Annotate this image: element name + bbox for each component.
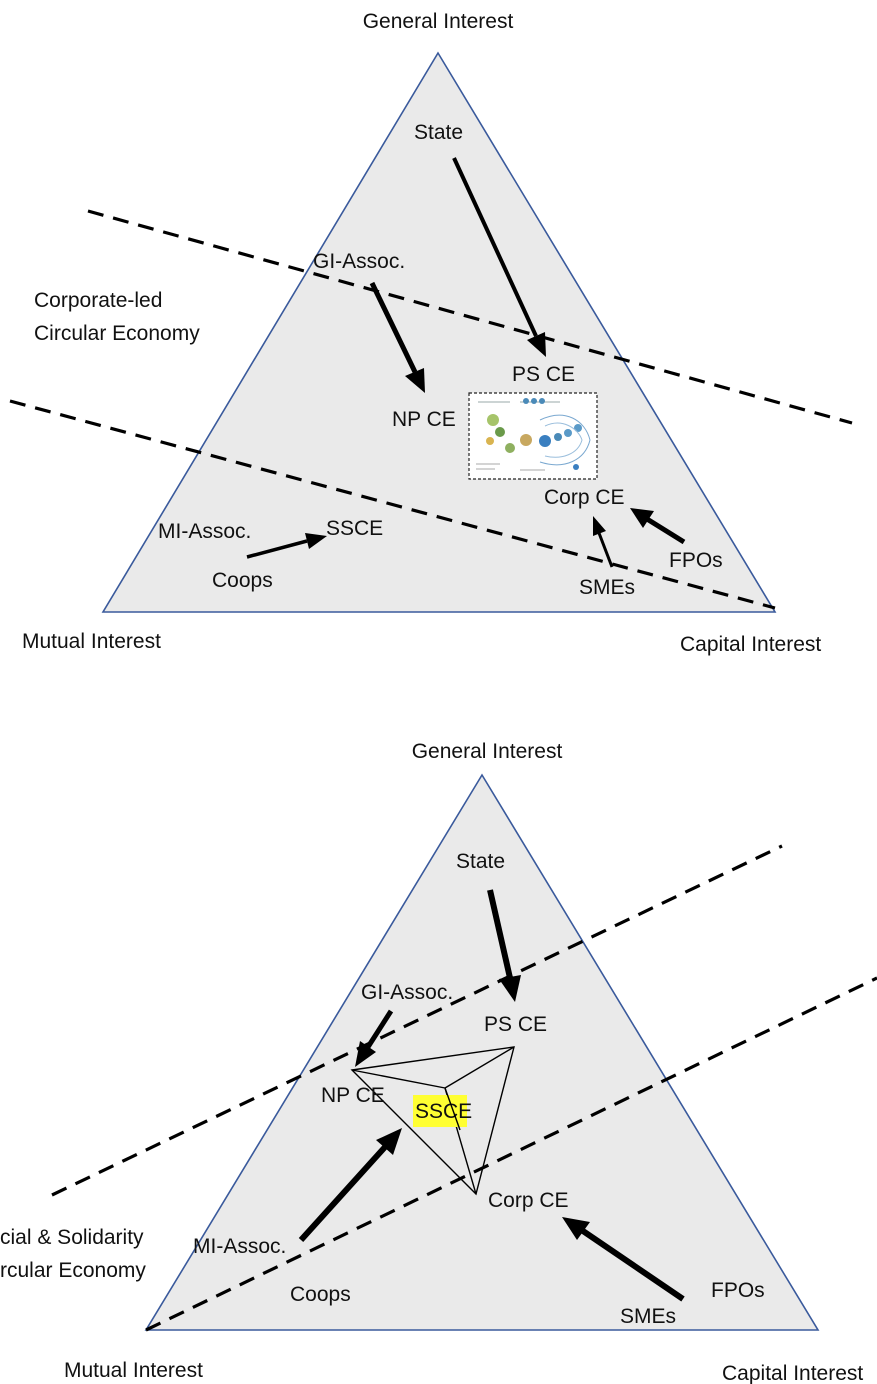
top-region-label-line2: Circular Economy <box>34 322 200 345</box>
top-vertex-capital-interest: Capital Interest <box>680 633 821 656</box>
top-dashed-line-upper <box>87 209 853 425</box>
top-label-corp-ce: Corp CE <box>544 486 625 509</box>
top-label-fpos: FPOs <box>669 549 723 572</box>
top-arrow-state-to-psce <box>452 157 546 357</box>
bottom-region-label-line1: cial & Solidarity <box>0 1226 144 1249</box>
bottom-region-label-line2: rcular Economy <box>0 1259 146 1282</box>
bottom-label-ssce: SSCE <box>415 1100 472 1123</box>
bottom-arrow-giassoc-to-npce <box>355 1009 394 1067</box>
top-arrow-smes-to-corpce <box>593 516 614 568</box>
top-arrow-fpos-to-corpce <box>630 508 686 545</box>
top-label-ssce: SSCE <box>326 517 383 540</box>
bottom-arrow-state-to-psce <box>487 889 521 1002</box>
top-dashed-line-lower <box>9 399 776 610</box>
top-embedded-thumbnail <box>468 392 598 480</box>
top-label-smes: SMEs <box>579 576 635 599</box>
top-label-state: State <box>414 121 463 144</box>
bottom-label-coops: Coops <box>290 1283 351 1306</box>
bottom-vertex-mutual-interest: Mutual Interest <box>64 1359 203 1382</box>
bottom-vertex-capital-interest: Capital Interest <box>722 1362 863 1384</box>
top-vertex-general-interest: General Interest <box>363 10 514 33</box>
bottom-label-np-ce: NP CE <box>321 1084 385 1107</box>
bottom-label-fpos: FPOs <box>711 1279 765 1302</box>
bottom-vertex-general-interest: General Interest <box>412 740 563 763</box>
top-label-gi-assoc: GI-Assoc. <box>313 250 405 273</box>
bottom-label-gi-assoc: GI-Assoc. <box>361 981 453 1004</box>
bottom-dashed-line-upper <box>51 844 783 1197</box>
bottom-inner-shape <box>350 1046 515 1196</box>
top-arrow-coops-to-ssce <box>246 533 327 559</box>
bottom-dashed-line-lower <box>145 976 877 1332</box>
top-label-coops: Coops <box>212 569 273 592</box>
bottom-diagram: General Interest Mutual Interest Capital… <box>0 740 877 1384</box>
top-region-label-line1: Corporate-led <box>34 289 162 312</box>
top-arrow-giassoc-to-npce <box>369 281 425 393</box>
bottom-arrow-miassoc-to-ssce <box>298 1128 402 1243</box>
top-diagram: General Interest Mutual Interest Capital… <box>9 10 853 656</box>
bottom-label-ps-ce: PS CE <box>484 1013 547 1036</box>
bottom-label-mi-assoc: MI-Assoc. <box>193 1235 286 1258</box>
bottom-ssce-highlight <box>413 1095 467 1127</box>
top-vertex-mutual-interest: Mutual Interest <box>22 630 161 653</box>
bottom-label-smes: SMEs <box>620 1305 676 1328</box>
top-label-np-ce: NP CE <box>392 408 456 431</box>
top-label-mi-assoc: MI-Assoc. <box>158 520 251 543</box>
top-label-ps-ce: PS CE <box>512 363 575 386</box>
bottom-label-corp-ce: Corp CE <box>488 1189 569 1212</box>
bottom-label-state: State <box>456 850 505 873</box>
bottom-triangle <box>144 773 820 1331</box>
bottom-arrow-smes-to-corpce <box>562 1217 685 1302</box>
bottom-inner-shape-overlay <box>444 1087 461 1131</box>
